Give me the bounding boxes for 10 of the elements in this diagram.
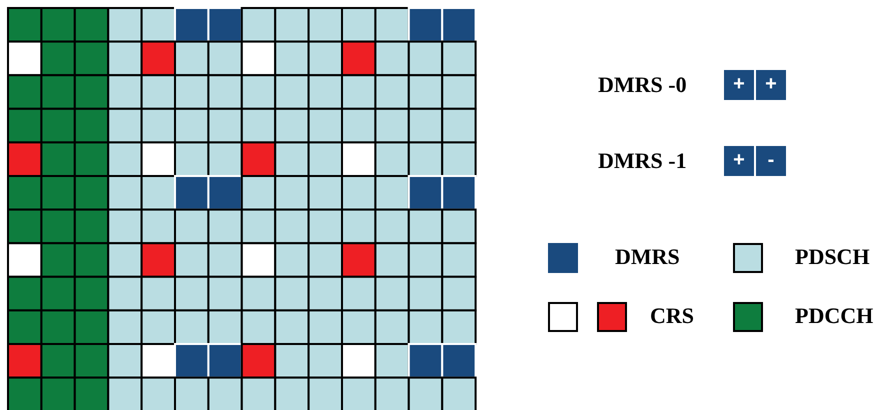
legend-label: PDSCH: [795, 244, 870, 270]
legend-label: PDCCH: [795, 303, 874, 329]
sign-tile: +: [724, 70, 754, 100]
sign-tile: +: [724, 146, 754, 176]
sign-tile: +: [756, 70, 786, 100]
legend-label: DMRS: [615, 244, 680, 270]
sign-tile: -: [756, 146, 786, 176]
port-label: DMRS -1: [598, 148, 687, 174]
legend-label: CRS: [650, 303, 694, 329]
port-label: DMRS -0: [598, 72, 687, 98]
